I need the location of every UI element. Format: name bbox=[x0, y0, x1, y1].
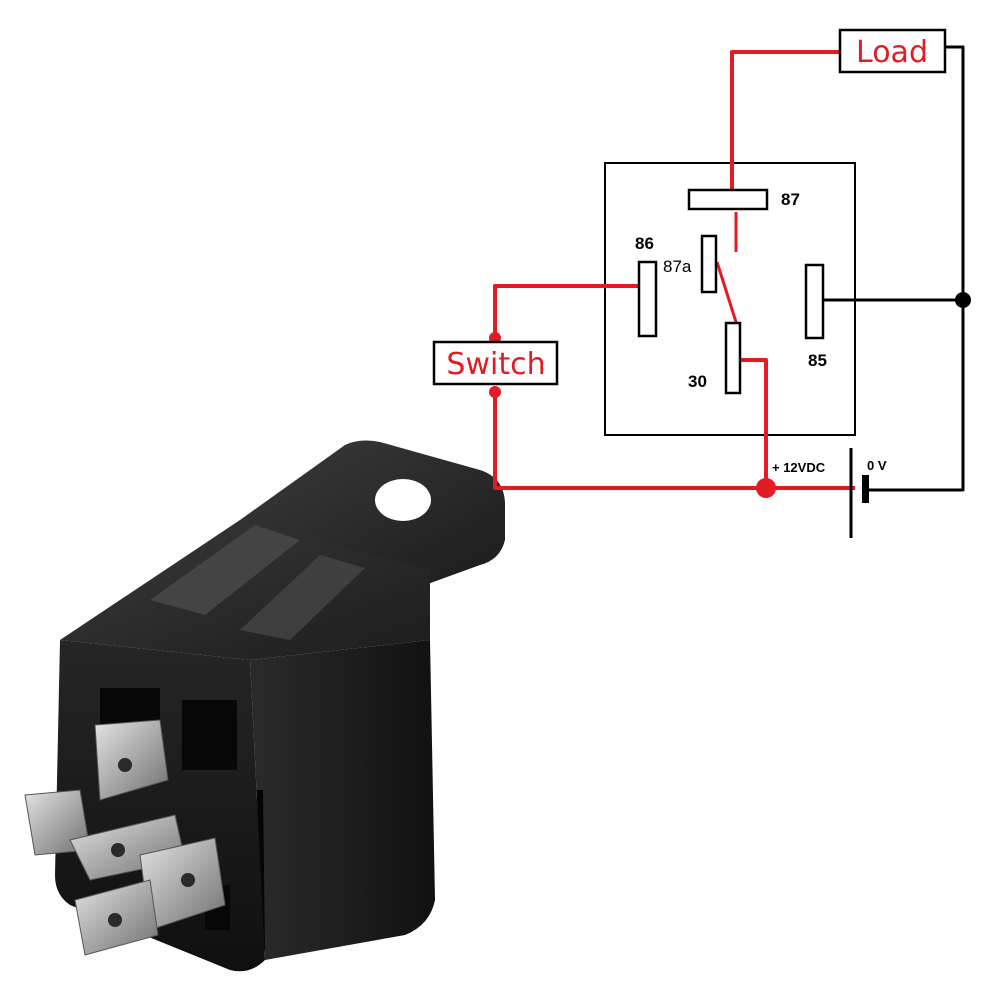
relay-side-face bbox=[250, 640, 435, 960]
terminal-blade bbox=[94, 719, 169, 801]
battery-negative-label: 0 V bbox=[867, 458, 887, 473]
mounting-hole bbox=[375, 479, 431, 521]
relay-top-rib bbox=[240, 555, 365, 640]
switch-terminal-bottom bbox=[489, 386, 501, 398]
pin-label-85: 85 bbox=[808, 351, 827, 370]
contact-87 bbox=[687, 188, 769, 211]
pin-label-87: 87 bbox=[781, 190, 800, 209]
terminal-hole bbox=[111, 843, 125, 857]
contact-30 bbox=[724, 321, 742, 395]
contact-87a bbox=[700, 234, 718, 294]
socket bbox=[182, 700, 237, 770]
pin-label-87a: 87a bbox=[663, 257, 692, 276]
relay-photo bbox=[24, 440, 505, 972]
wire-86-to-switch bbox=[493, 284, 640, 340]
pin-label-86: 86 bbox=[635, 234, 654, 253]
relay-top-rib bbox=[150, 525, 300, 615]
relay-switch-arm bbox=[715, 261, 738, 323]
load-box bbox=[838, 28, 947, 74]
battery-negative-plate bbox=[862, 475, 869, 503]
ground-wires bbox=[823, 45, 965, 492]
wire-load-to-ground bbox=[868, 45, 965, 492]
switch-label: Switch bbox=[446, 347, 545, 382]
wire-87-to-load bbox=[730, 50, 840, 210]
terminal-blades bbox=[24, 719, 226, 956]
pin-label-30: 30 bbox=[688, 372, 707, 391]
terminal-hole bbox=[118, 758, 132, 772]
relay-top-face bbox=[60, 520, 430, 660]
schematic: Load Switch 87 86 87a 85 30 + 12VDC 0 V bbox=[432, 28, 971, 538]
contact-85 bbox=[804, 263, 825, 340]
positive-wires bbox=[493, 50, 855, 490]
wire-switch-to-battery bbox=[493, 390, 855, 490]
battery-junction-dot bbox=[756, 478, 776, 498]
wire-30-to-battery bbox=[730, 358, 768, 488]
battery-positive-label: + 12VDC bbox=[772, 460, 826, 475]
terminal-hole bbox=[108, 913, 122, 927]
load-label: Load bbox=[856, 35, 928, 70]
terminal-hole bbox=[181, 873, 195, 887]
switch-box bbox=[432, 340, 559, 386]
ground-junction-dot bbox=[955, 292, 971, 308]
contact-86 bbox=[637, 260, 658, 338]
